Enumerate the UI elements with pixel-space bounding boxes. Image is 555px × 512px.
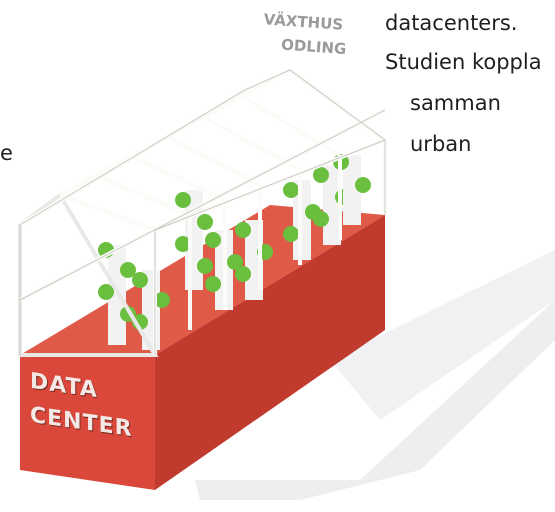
container-side bbox=[155, 215, 385, 490]
article-text-fragment: e bbox=[0, 141, 13, 165]
container-label: DATA CENTER bbox=[30, 365, 133, 447]
article-text-line: urban bbox=[410, 132, 472, 156]
greenhouse-label-line-1: VÄXTHUS bbox=[263, 10, 344, 34]
greenhouse-label-line-2: ODLING bbox=[280, 35, 347, 59]
article-text-line: datacenters. bbox=[385, 11, 518, 35]
greenhouse-frame-outline bbox=[19, 69, 386, 355]
ground-shadow-diagonal bbox=[330, 250, 555, 420]
ground-shadow bbox=[195, 300, 555, 500]
greenhouse-label: VÄXTHUS ODLING bbox=[256, 7, 348, 61]
container-front bbox=[20, 355, 155, 490]
article-text-line: samman bbox=[410, 91, 501, 115]
article-text-line: Studien koppla bbox=[385, 50, 542, 74]
